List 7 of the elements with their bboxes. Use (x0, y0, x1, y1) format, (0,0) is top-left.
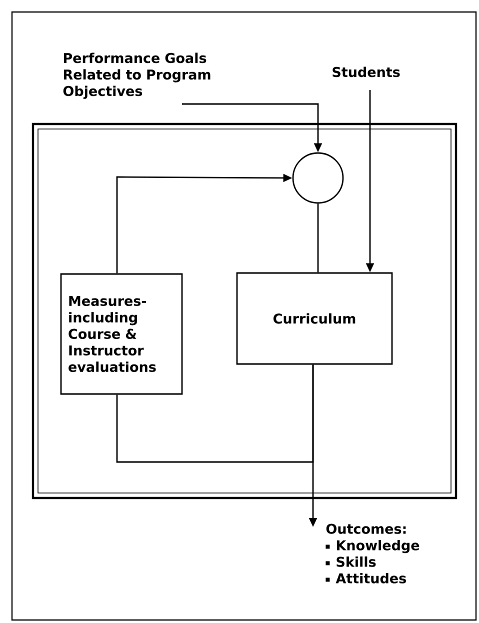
input-label: Performance Goals Related to Program Objectives (63, 52, 210, 99)
process-box: Curriculum (236, 272, 393, 365)
input-label: Students (332, 66, 400, 78)
outcomes-list: Outcomes: Knowledge Skills Attitudes (326, 524, 420, 584)
system-box (32, 122, 458, 500)
summing-circle (292, 152, 344, 204)
process-box: Measures- including Course & Instructor evaluations (60, 273, 183, 395)
